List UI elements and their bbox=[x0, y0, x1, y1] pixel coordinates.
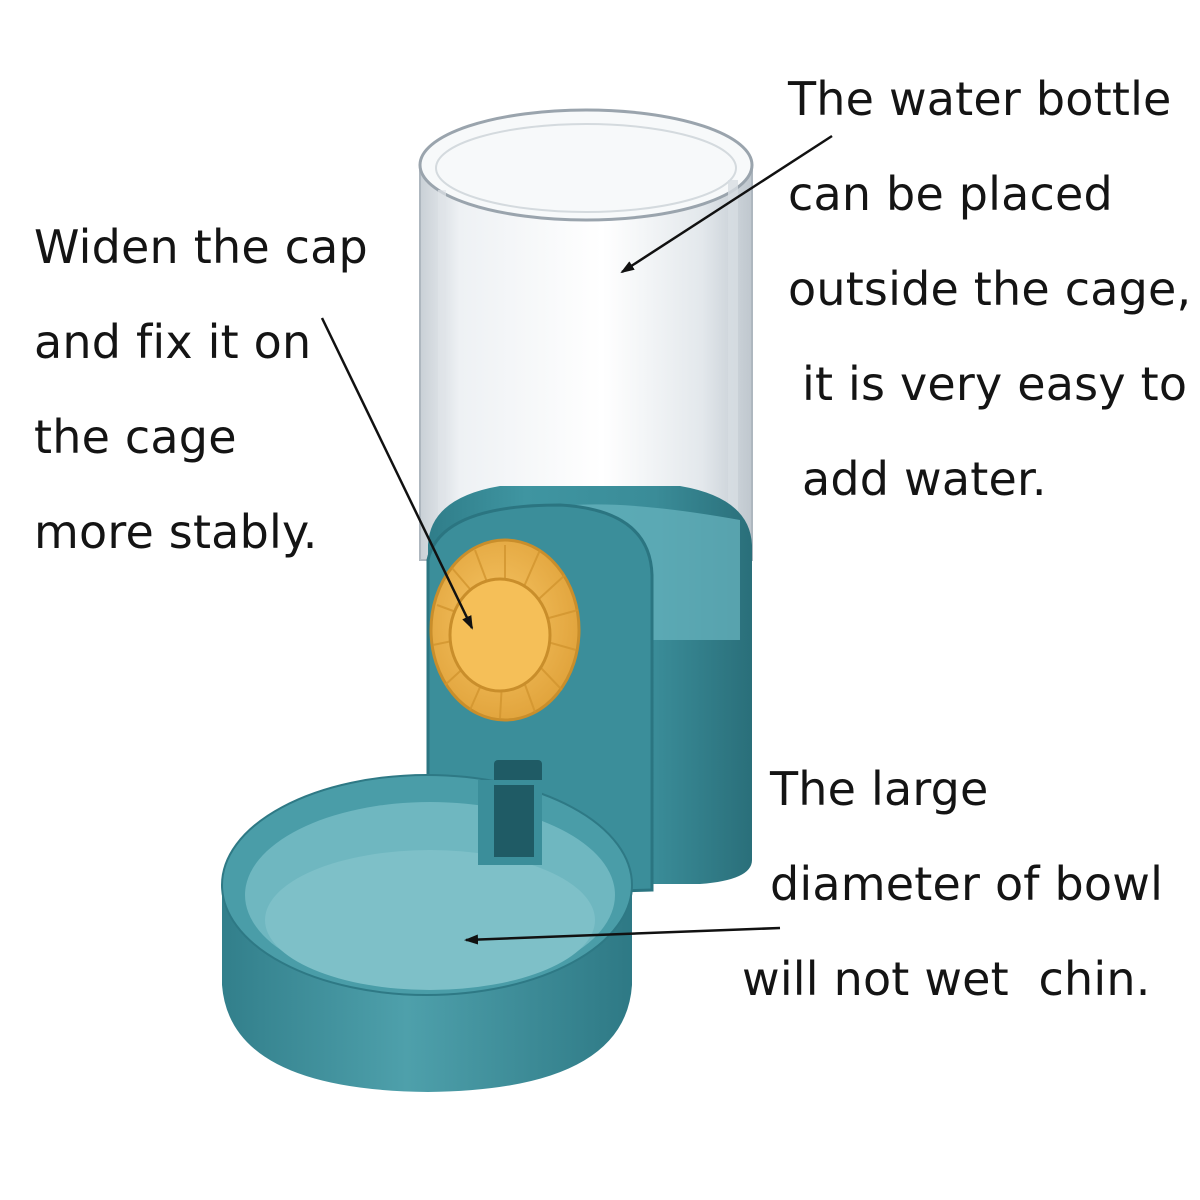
arrow-to-bowl bbox=[464, 926, 781, 945]
water-bowl bbox=[221, 774, 633, 1092]
bottle-rim bbox=[418, 108, 754, 222]
cap-line-1: Widen the cap bbox=[34, 220, 368, 274]
knob-center bbox=[448, 577, 552, 693]
bottle-line-1: The water bottle bbox=[788, 72, 1172, 126]
bottle-line-2: can be placed bbox=[788, 167, 1113, 221]
bowl-line-2: diameter of bowl bbox=[770, 857, 1164, 911]
bowl-line-1: The large bbox=[770, 762, 989, 816]
cap-line-4: more stably. bbox=[34, 505, 318, 559]
bowl-line-3: will not wet chin. bbox=[742, 952, 1151, 1006]
fixing-cap-knob bbox=[429, 538, 581, 722]
water-bottle bbox=[418, 108, 754, 561]
bottle-line-3: outside the cage, bbox=[788, 262, 1192, 316]
arrow-to-bottle bbox=[620, 134, 833, 274]
bottle-annotation: The water bottle can be placed outside t… bbox=[788, 52, 1191, 527]
cap-line-3: the cage bbox=[34, 410, 237, 464]
cap-line-2: and fix it on bbox=[34, 315, 312, 369]
bottle-line-5: add water. bbox=[802, 452, 1047, 506]
bowl-annotation: The large diameter of bowl will not wet … bbox=[742, 742, 1164, 1027]
bottle-line-4: it is very easy to bbox=[802, 357, 1188, 411]
arrow-to-knob bbox=[320, 317, 474, 630]
cap-annotation: Widen the cap and fix it on the cage mor… bbox=[34, 200, 368, 580]
